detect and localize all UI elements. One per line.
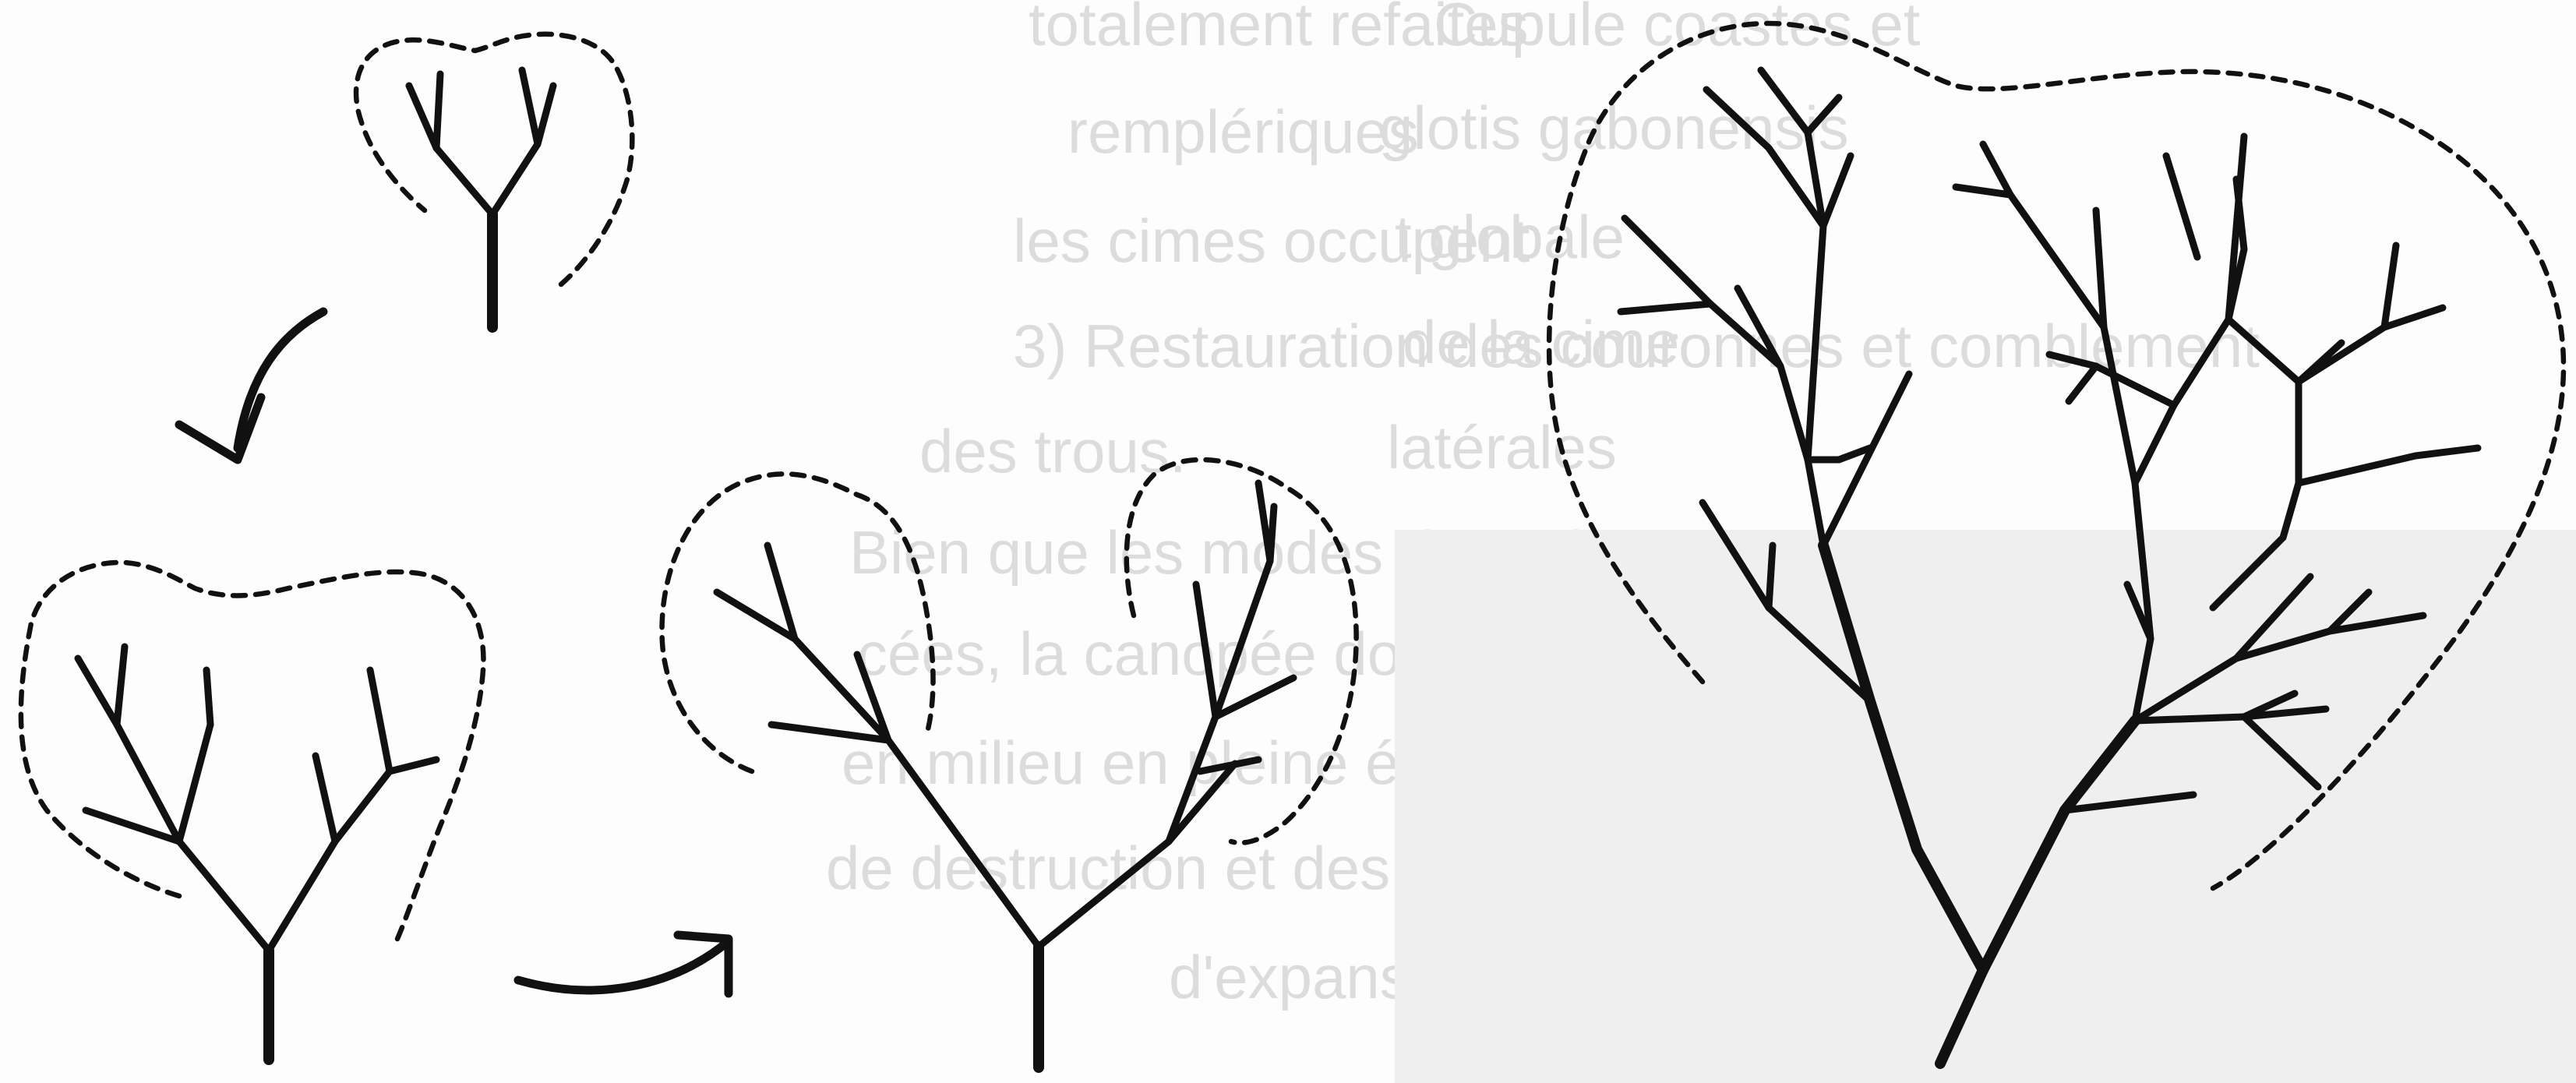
stage-3-branch [1039, 584, 1216, 947]
stage-4-branch [1621, 304, 1710, 312]
stage-3-tree [662, 460, 1357, 1067]
stage-3-branch [1258, 483, 1270, 561]
stage-2-branch [390, 760, 436, 771]
stage-4-branch [2384, 245, 2396, 327]
arrow-stage1-to-stage2 [179, 312, 323, 460]
stage-4-branch [2213, 382, 2299, 608]
stage-1-branch [436, 74, 440, 148]
stage-4-branch [1769, 545, 1773, 608]
stage-4-branch [2166, 156, 2197, 257]
stage-2-branch [78, 658, 269, 951]
stage-2-tree [21, 563, 484, 1060]
stage-4-tree [1549, 23, 2564, 1064]
stage-1-branch [492, 86, 553, 214]
stage-1-branch [522, 70, 538, 144]
stage-1-tree [356, 34, 632, 327]
stage-3-branch [1169, 764, 1235, 841]
arrow-stage2-to-stage3 [518, 935, 729, 993]
stage-4-branch [2135, 709, 2326, 721]
stage-4-branch [2299, 308, 2443, 382]
stage-2-branch [117, 647, 125, 725]
stage-4-branch [1738, 288, 1780, 366]
stage-3-branch [771, 725, 888, 740]
stage-4-branch [1706, 90, 1823, 226]
stage-3-branch [717, 592, 1039, 947]
stage-4-branch [2135, 616, 2423, 721]
stage-4-branch [2069, 366, 2096, 401]
stage-4-trunk [1940, 721, 2135, 1064]
stage-4-branch [1625, 218, 1823, 545]
stage-1-branch [409, 86, 492, 214]
stage-4-trunk [1823, 545, 1983, 970]
stage-4-branch [2299, 448, 2478, 483]
stage-4-branch [2228, 319, 2341, 382]
stage-4-branch [1956, 187, 2104, 327]
stage-2-branch [316, 756, 335, 841]
stage-4-branch [1808, 448, 1870, 460]
stage-4-branch [1983, 144, 2010, 195]
stage-4-branch [2244, 717, 2318, 787]
arrow-2-shaft [518, 941, 729, 990]
stage-2-branch [179, 725, 210, 841]
stage-4-branch [1823, 156, 1851, 226]
stage-4-branch [2065, 795, 2193, 810]
stage-2-crown-outline [21, 563, 484, 939]
stage-4-branch [1808, 97, 1839, 132]
stage-2-branch [206, 670, 210, 725]
